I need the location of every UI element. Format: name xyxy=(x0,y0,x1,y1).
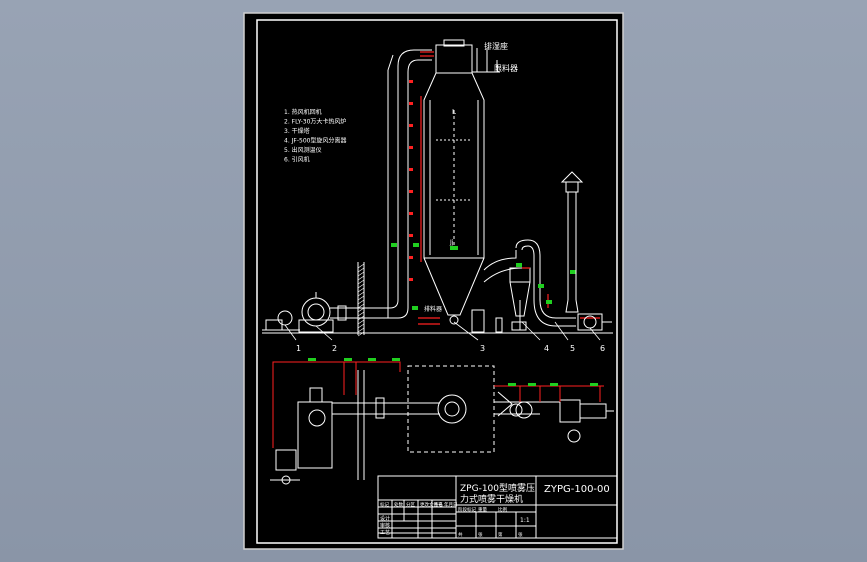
title-cell: 共 xyxy=(458,531,463,538)
plan-view xyxy=(270,361,614,485)
hatched-support xyxy=(357,263,365,337)
title-cell: 重量 xyxy=(478,506,487,513)
exhaust-stack xyxy=(533,171,612,331)
legend-item: 4. JF-500型旋风分离器 xyxy=(284,137,346,145)
callout-2: 2 xyxy=(332,344,337,353)
title-cell: 标记 xyxy=(380,501,389,508)
drawing-border xyxy=(256,19,618,544)
title-cell: 年月日 xyxy=(444,501,458,508)
title-block-cells: 标记处数分区更改文件号签名年月日阶段标记重量 比例共 张 第 张 xyxy=(380,501,523,538)
cyclone-green xyxy=(516,263,576,304)
legend-item: 1. 热风机回机 xyxy=(284,108,322,116)
mark-mid: Jj xyxy=(449,239,454,246)
title-row-label: 工艺 xyxy=(380,530,390,536)
callout-6: 6 xyxy=(600,344,605,353)
plan-green-markers xyxy=(308,358,598,386)
legend-item: 6. 引风机 xyxy=(284,156,310,164)
title-row-label: 设计 xyxy=(380,515,390,522)
legend-item: 2. FLY-30万大卡热风炉 xyxy=(284,118,346,126)
title-line-2: 力式喷雾干燥机 xyxy=(460,493,523,505)
title-block xyxy=(377,475,618,539)
callout-4: 4 xyxy=(544,344,549,353)
title-cell: 张 xyxy=(478,531,483,538)
title-cell: 阶段标记 xyxy=(458,506,476,513)
riser-markers xyxy=(409,80,413,281)
mark-discharge: 排料器 xyxy=(424,305,442,313)
drying-tower xyxy=(423,39,485,325)
callouts: 1 2 3 4 5 6 xyxy=(296,344,605,353)
note-exhaust: 排湿座 xyxy=(484,41,508,51)
legend-item: 3. 干燥塔 xyxy=(284,127,310,135)
callout-leaders xyxy=(284,321,601,341)
title-cell: 分区 xyxy=(406,501,415,508)
tower-exhaust xyxy=(472,48,500,73)
callout-1: 1 xyxy=(296,344,301,353)
tower-green-markers xyxy=(391,243,458,310)
title-cell: 张 xyxy=(518,531,523,538)
title-cell: 比例 xyxy=(498,506,507,513)
title-cell: 第 xyxy=(498,531,503,538)
drawing-number: ZYPG-100-00 xyxy=(544,484,610,495)
note-limiter: 限料器 xyxy=(494,63,518,73)
legend-item: 5. 出风测温仪 xyxy=(284,146,322,154)
riser-duct xyxy=(387,49,432,319)
title-cell: 处数 xyxy=(394,501,403,508)
title-cell: 签名 xyxy=(434,501,443,508)
title-line-1: ZPG-100型喷雾压 xyxy=(460,483,535,494)
title-cell: 更改文件号 xyxy=(420,501,443,508)
tower-red-trim xyxy=(418,51,440,325)
scale-value: 1:1 xyxy=(520,517,530,524)
mark-left: L xyxy=(452,108,456,116)
callout-3: 3 xyxy=(480,344,485,353)
inlet-duct xyxy=(330,262,398,335)
callout-5: 5 xyxy=(570,344,575,353)
title-row-label: 审核 xyxy=(380,522,390,529)
